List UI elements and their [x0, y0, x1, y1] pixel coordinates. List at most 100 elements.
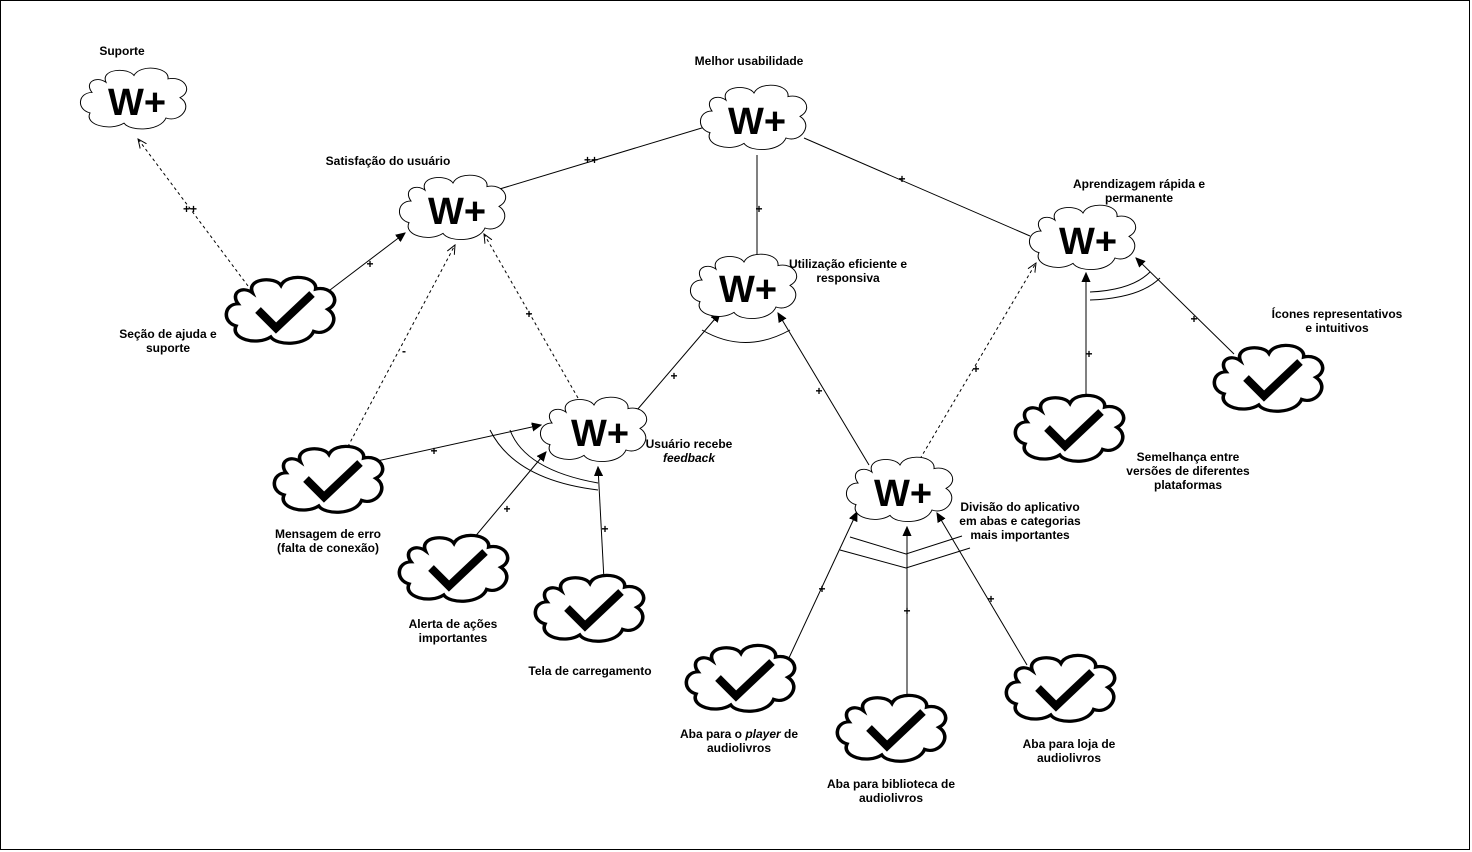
softgoal-label-line-2: responsiva: [816, 271, 880, 285]
check-icon: [564, 589, 624, 632]
and-arc-aprendizagem-1: [1089, 277, 1161, 301]
operationalization-alerta-acoes[interactable]: Alerta de ações importantes: [397, 533, 510, 645]
label-icones-aprendizagem: +: [1190, 312, 1197, 326]
check-icon: [255, 291, 315, 334]
check-icon: [1035, 669, 1095, 712]
label-divisao-utilizacao: +: [815, 384, 822, 398]
check-icon: [1044, 409, 1104, 452]
label-part-c: de: [781, 727, 799, 741]
softgoal-mark: W+: [108, 82, 166, 124]
operationalization-label-line-1: Semelhança entre: [1137, 450, 1240, 464]
label-divisao-aprendizagem: +: [972, 362, 979, 376]
edge-divisao-aprendizagem: [916, 263, 1036, 465]
check-icon: [1243, 359, 1303, 402]
edge-feedback-utilizacao: [636, 313, 720, 411]
softgoal-suporte[interactable]: W+ Suporte: [79, 44, 188, 130]
cloud-icon: [224, 275, 337, 346]
softgoal-label-line-2: em abas e categorias: [959, 514, 1081, 528]
edge-tela-feedback: [598, 467, 605, 581]
label-part-a: Aba para o: [680, 727, 745, 741]
operationalization-label: Tela de carregamento: [528, 664, 651, 678]
operationalization-mensagem-erro[interactable]: Mensagem de erro (falta de conexão): [272, 444, 385, 555]
softgoal-mark: W+: [874, 473, 932, 515]
and-arc-feedback-1: [489, 429, 599, 491]
softgoal-mark: W+: [571, 413, 629, 455]
and-arc-feedback-2: [509, 429, 599, 484]
operationalization-label-line-2: audiolivros: [1037, 751, 1101, 765]
check-icon: [715, 659, 775, 702]
edge-icones-aprendizagem: [1136, 258, 1235, 355]
operationalization-aba-biblioteca[interactable]: Aba para biblioteca de audiolivros: [827, 693, 955, 805]
operationalization-aba-loja[interactable]: Aba para loja de audiolivros: [1004, 653, 1117, 765]
cloud-icon: [1004, 653, 1117, 724]
edge-divisao-utilizacao: [778, 313, 870, 466]
and-arc-divisao-1: [839, 547, 971, 569]
edge-ajuda-suporte: [138, 139, 249, 287]
softgoal-label: Suporte: [99, 44, 145, 58]
softgoal-label-line-1: Usuário recebe: [646, 437, 733, 451]
softgoal-mark: W+: [428, 191, 486, 233]
edge-loja-divisao: [937, 513, 1028, 666]
label-alerta-feedback: +: [503, 502, 510, 516]
operationalization-label-line-1: Alerta de ações: [409, 617, 498, 631]
softgoal-label-line-3: mais importantes: [970, 528, 1070, 542]
cloud-icon: [835, 693, 948, 764]
operationalization-secao-ajuda[interactable]: Seção de ajuda e suporte: [119, 275, 337, 355]
label-part-player: player: [744, 727, 782, 741]
label-utilizacao-melhor: +: [755, 202, 762, 216]
label-feedback-utilizacao: +: [670, 369, 677, 383]
operationalization-label-line-1: Aba para loja de: [1023, 737, 1116, 751]
softgoal-label: Melhor usabilidade: [695, 54, 804, 68]
operationalization-label-line-2: importantes: [419, 631, 488, 645]
operationalization-aba-player[interactable]: Aba para o player de audiolivros: [680, 643, 799, 755]
softgoal-feedback[interactable]: W+ Usuário recebe feedback: [539, 396, 733, 465]
softgoal-label: Satisfação do usuário: [326, 154, 451, 168]
operationalization-label-line-2: e intuitivos: [1305, 321, 1369, 335]
operationalization-label-line-2: (falta de conexão): [277, 541, 379, 555]
operationalization-label-line-2: audiolivros: [859, 791, 923, 805]
label-erro-feedback: +: [430, 444, 437, 458]
label-tela-feedback: +: [601, 522, 608, 536]
check-icon: [866, 709, 926, 752]
operationalization-semelhanca[interactable]: Semelhança entre versões de diferentes p…: [1013, 393, 1250, 492]
label-feedback-satisfacao: +: [525, 307, 532, 321]
cloud-icon: [1212, 343, 1325, 414]
operationalization-label-line-1: Aba para biblioteca de: [827, 777, 955, 791]
edge-ajuda-satisfacao: [329, 233, 405, 291]
label-player-divisao: +: [818, 582, 825, 596]
and-arc-utilizacao: [701, 329, 791, 343]
softgoal-divisao[interactable]: W+ Divisão do aplicativo em abas e categ…: [845, 456, 1081, 542]
and-arc-divisao-2: [849, 535, 963, 555]
softgoal-utilizacao[interactable]: W+ Utilização eficiente e responsiva: [689, 253, 907, 320]
cloud-icon: [684, 643, 797, 714]
operationalization-icones[interactable]: Ícones representativos e intuitivos: [1212, 306, 1403, 414]
operationalization-tela-carregamento[interactable]: Tela de carregamento: [528, 573, 652, 678]
label-loja-divisao: +: [987, 592, 994, 606]
label-satisfacao-melhor: ++: [584, 153, 598, 167]
softgoal-label-line-2: feedback: [663, 451, 716, 465]
operationalization-label-line-2: audiolivros: [707, 741, 771, 755]
edge-aprendizagem-melhor: [803, 137, 1031, 237]
check-icon: [428, 549, 488, 592]
softgoal-label-line-1: Utilização eficiente e: [789, 257, 907, 271]
edge-satisfacao-melhor: [492, 126, 706, 192]
edge-alerta-feedback: [467, 452, 546, 546]
contribution-labels: ++ ++ + + + - + + + + + + + + + + + +: [183, 153, 1198, 618]
cloud-icon: [533, 573, 646, 644]
edge-feedback-satisfacao: [484, 234, 579, 399]
operationalization-label-line-2: versões de diferentes: [1126, 464, 1250, 478]
operationalization-label-line-1: Mensagem de erro: [275, 527, 381, 541]
operationalization-label-line-2: suporte: [146, 341, 190, 355]
softgoal-satisfacao[interactable]: W+ Satisfação do usuário: [326, 154, 507, 241]
softgoal-aprendizagem[interactable]: W+ Aprendizagem rápida e permanente: [1028, 177, 1205, 271]
edge-player-divisao: [787, 512, 857, 661]
softgoal-mark: W+: [719, 269, 777, 311]
operationalization-label-line-3: plataformas: [1154, 478, 1222, 492]
label-ajuda-satisfacao: +: [366, 257, 373, 271]
softgoal-melhor-usabilidade[interactable]: W+ Melhor usabilidade: [695, 54, 808, 151]
softgoal-label-line-1: Divisão do aplicativo: [960, 500, 1079, 514]
cloud-icon: [397, 533, 510, 604]
operationalization-label-line-1: Ícones representativos: [1272, 306, 1403, 321]
label-ajuda-suporte: ++: [183, 202, 197, 216]
